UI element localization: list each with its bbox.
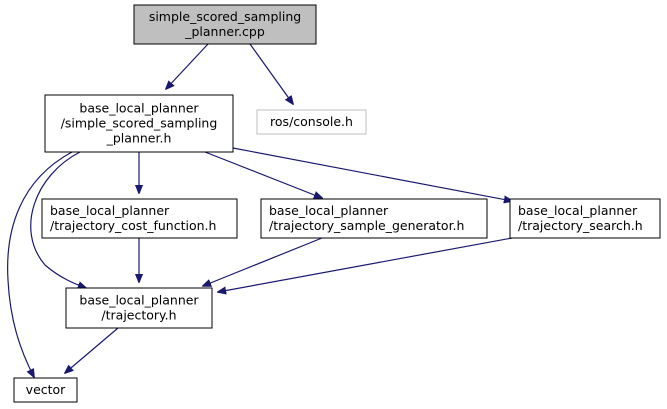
node-label-line: /trajectory_search.h [518,218,643,233]
edge-trajectory-to-vector [65,327,119,373]
node-box [260,198,488,239]
edge-root-to-sssp_h [166,43,209,89]
node-label-line: /simple_scored_sampling [61,116,218,131]
edge-sssp_h-to-sample_gen [204,151,322,198]
node-sample_gen[interactable]: base_local_planner/trajectory_sample_gen… [260,198,488,239]
edge-sample_gen-to-trajectory [203,237,323,286]
node-cost_fn[interactable]: base_local_planner/trajectory_cost_funct… [41,198,238,239]
node-box [133,4,317,45]
node-label-line: base_local_planner [79,293,199,308]
node-label-line: /trajectory_cost_function.h [50,218,216,233]
node-box [65,287,213,329]
node-search[interactable]: base_local_planner/trajectory_search.h [509,198,661,239]
edge-sssp_h-to-vector [7,151,73,377]
edge-sssp_h-to-trajectory [30,151,86,288]
node-label-line: _planner.h [106,131,172,146]
node-sssp_h[interactable]: base_local_planner/simple_scored_samplin… [44,94,234,153]
edge-root-to-console [249,43,293,104]
nodes: simple_scored_sampling_planner.cpp base_l… [13,4,661,403]
node-label-line: _planner.cpp [184,24,265,39]
node-label-line: base_local_planner [518,203,638,218]
edges [7,43,513,377]
edge-search-to-trajectory [218,237,513,292]
node-box [509,198,661,239]
edge-sssp_h-to-search [232,147,512,201]
node-label-line: /trajectory_sample_generator.h [269,218,464,233]
node-label-line: base_local_planner [50,203,170,218]
node-label-line: vector [26,382,67,397]
node-label-line: simple_scored_sampling [149,9,301,24]
node-box [41,198,238,239]
node-root[interactable]: simple_scored_sampling_planner.cpp [133,4,317,45]
node-console: ros/console.h [256,109,367,135]
node-box [13,377,78,403]
node-trajectory[interactable]: base_local_planner/trajectory.h [65,287,213,329]
node-label-line: base_local_planner [79,101,199,116]
node-label-line: ros/console.h [270,114,353,129]
node-label-line: /trajectory.h [101,308,176,323]
node-box [44,94,234,153]
node-label-line: base_local_planner [269,203,389,218]
node-vector[interactable]: vector [13,377,78,403]
node-box [256,109,367,135]
